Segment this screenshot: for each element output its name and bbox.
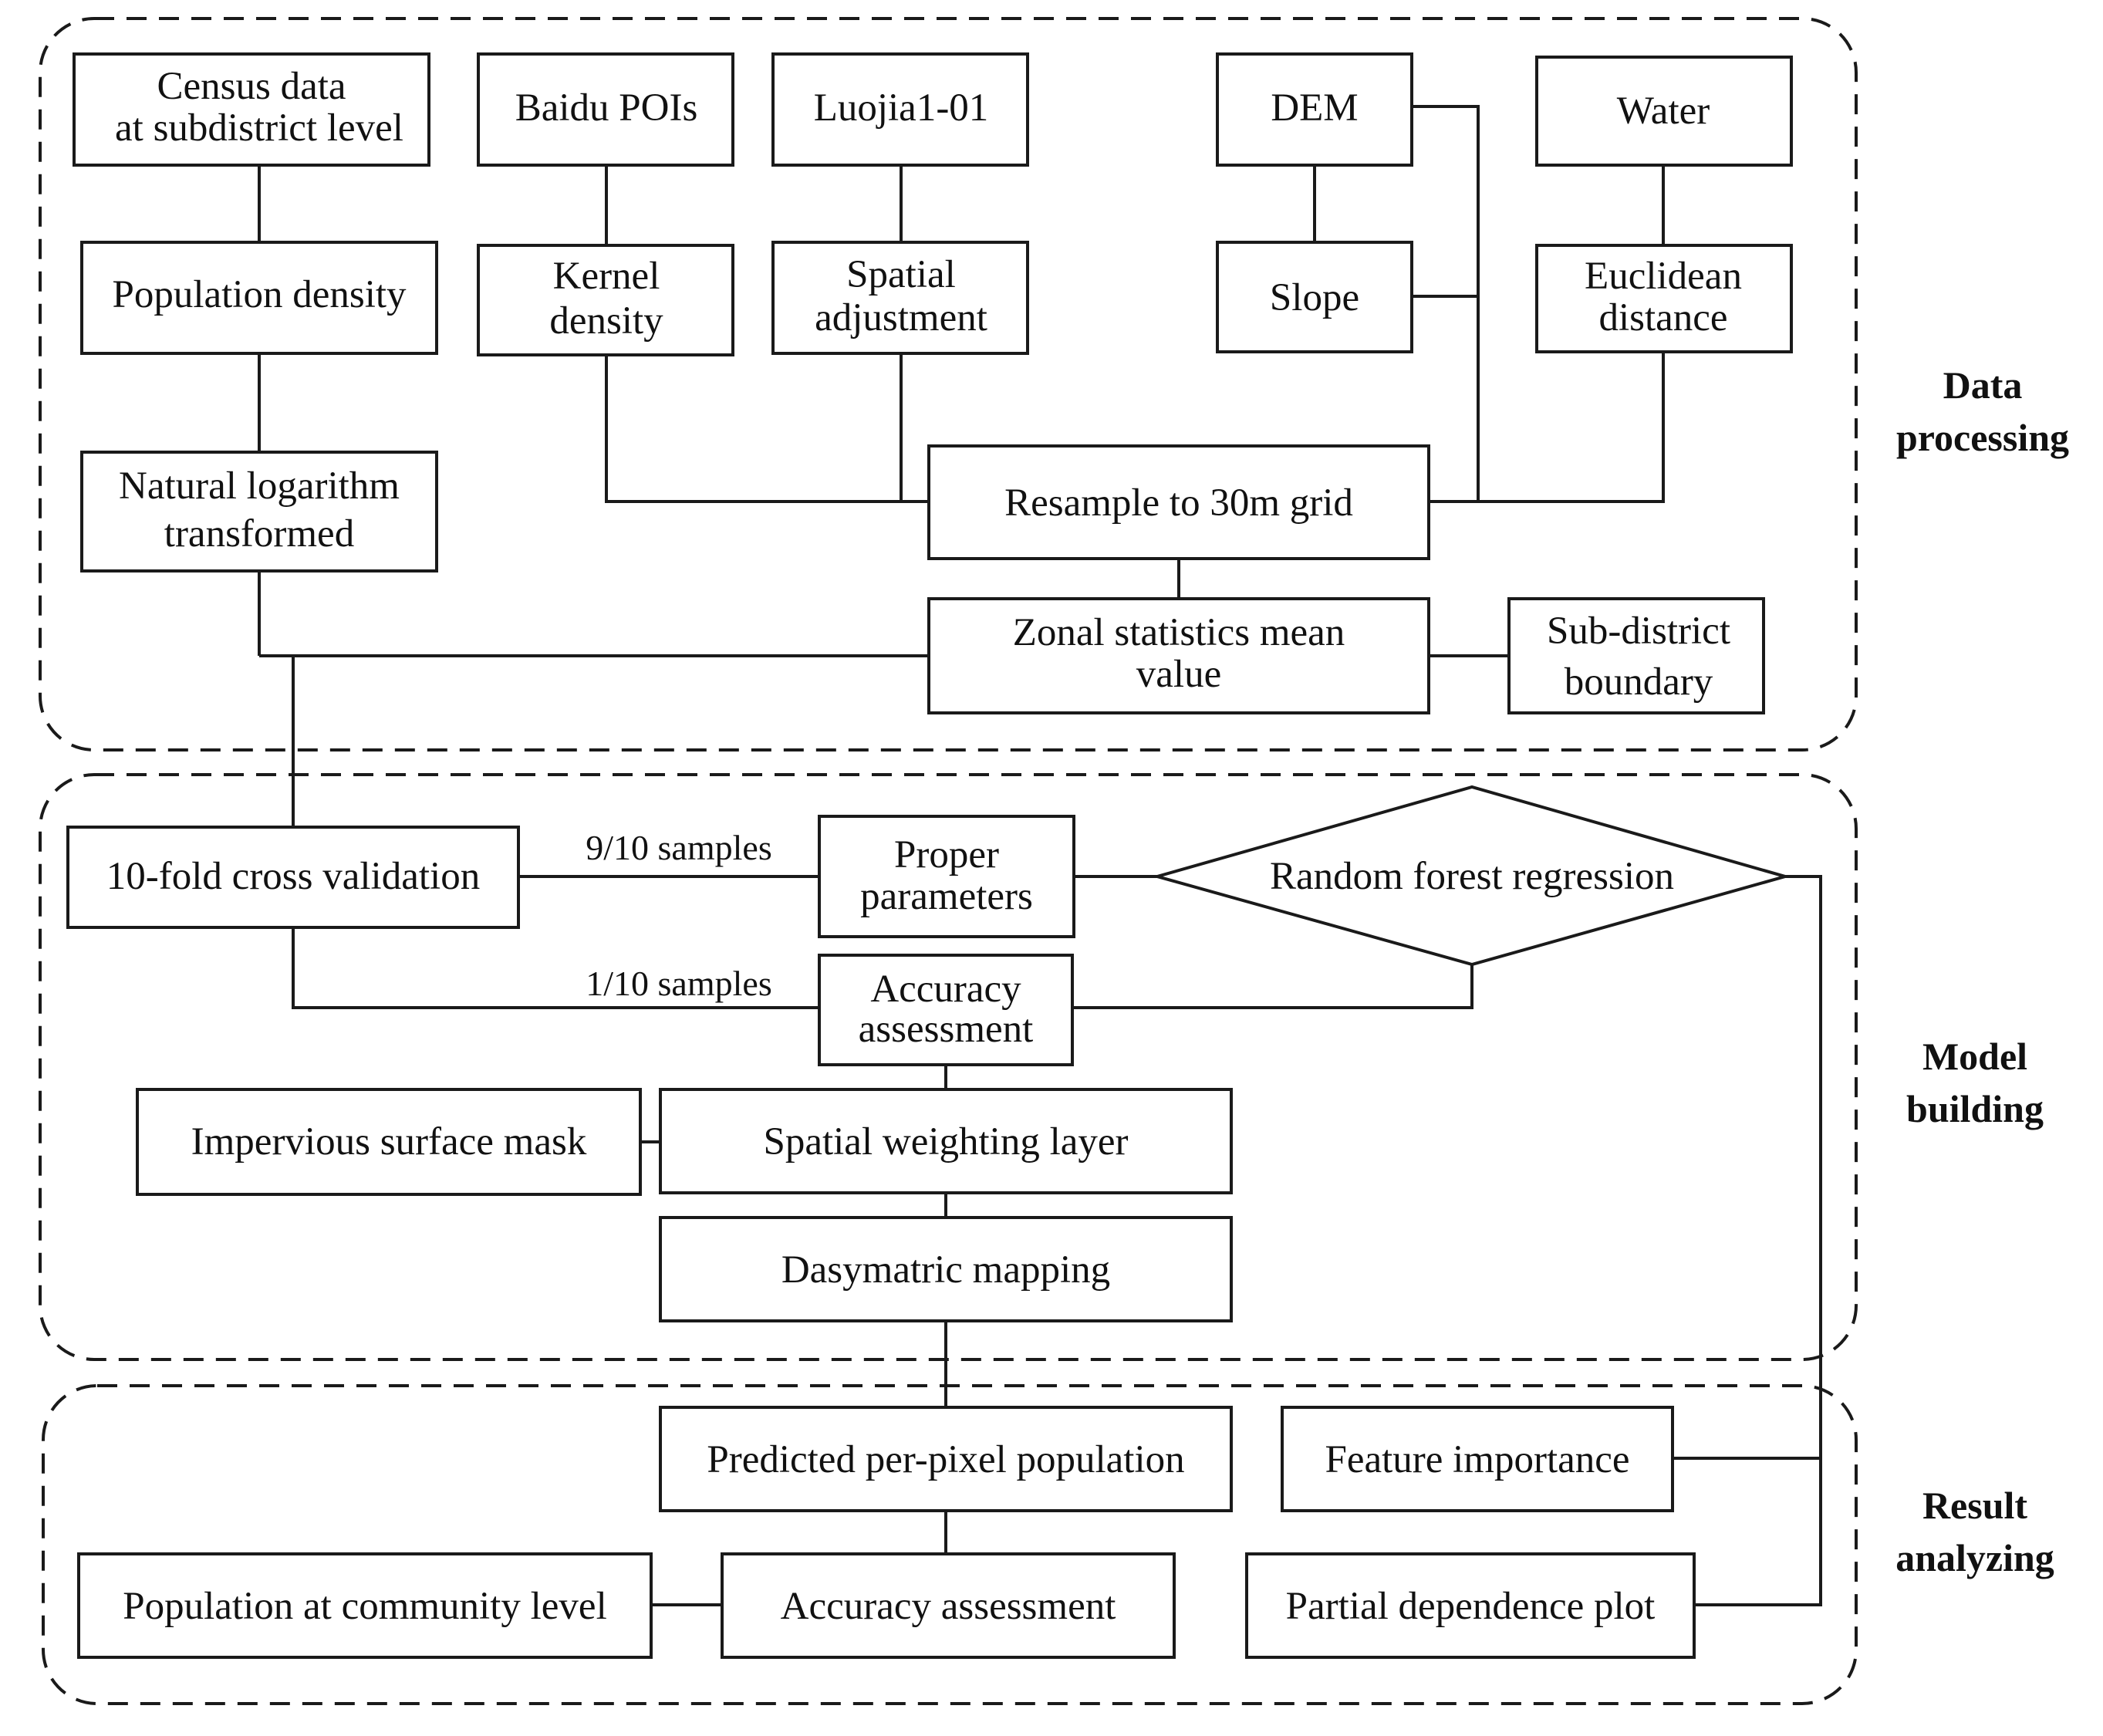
edge-euclid-resample bbox=[1429, 352, 1665, 503]
node-proper-parameters: Proper parameters bbox=[818, 815, 1075, 938]
section-label-model-building: Model building bbox=[1906, 1035, 2044, 1130]
node-water: Water bbox=[1535, 56, 1793, 167]
svg-text:Partial dependence plot: Partial dependence plot bbox=[1286, 1585, 1656, 1628]
svg-text:building: building bbox=[1906, 1087, 2044, 1130]
svg-text:Dasymatric mapping: Dasymatric mapping bbox=[781, 1248, 1110, 1292]
node-population-density: Population density bbox=[80, 241, 438, 355]
svg-text:Accuracy: Accuracy bbox=[870, 968, 1021, 1011]
svg-text:distance: distance bbox=[1598, 296, 1727, 339]
svg-text:Sub-district: Sub-district bbox=[1547, 610, 1730, 653]
svg-text:10-fold cross validation: 10-fold cross validation bbox=[106, 855, 480, 898]
node-census: Census data at subdistrict level bbox=[73, 52, 430, 167]
svg-text:Spatial weighting layer: Spatial weighting layer bbox=[763, 1120, 1128, 1164]
node-impervious-surface: Impervious surface mask bbox=[136, 1088, 642, 1196]
node-dem: DEM bbox=[1216, 52, 1413, 167]
svg-text:Resample to 30m grid: Resample to 30m grid bbox=[1004, 481, 1353, 525]
node-spatial-weighting: Spatial weighting layer bbox=[659, 1088, 1233, 1194]
node-resample: Resample to 30m grid bbox=[927, 444, 1430, 560]
edge-rf-outputs bbox=[1694, 875, 1822, 1606]
svg-text:Slope: Slope bbox=[1270, 276, 1359, 319]
svg-text:Accuracy assessment: Accuracy assessment bbox=[781, 1585, 1116, 1628]
svg-text:transformed: transformed bbox=[164, 512, 354, 556]
svg-text:Census data: Census data bbox=[157, 65, 346, 108]
svg-text:parameters: parameters bbox=[860, 875, 1033, 918]
svg-text:Water: Water bbox=[1617, 90, 1710, 133]
data-processing-group bbox=[39, 17, 1858, 751]
svg-text:Population density: Population density bbox=[112, 273, 407, 316]
node-accuracy-assessment-1: Accuracy assessment bbox=[818, 954, 1074, 1066]
node-slope: Slope bbox=[1216, 241, 1413, 353]
edge-crossval-accuracy bbox=[292, 927, 819, 1009]
node-kernel-density: Kernel density bbox=[477, 244, 734, 356]
svg-text:Predicted per-pixel population: Predicted per-pixel population bbox=[707, 1438, 1184, 1481]
node-random-forest: Random forest regression bbox=[1151, 785, 1791, 967]
svg-text:assessment: assessment bbox=[859, 1008, 1034, 1051]
svg-text:Data: Data bbox=[1943, 363, 2023, 407]
svg-text:Luojia1-01: Luojia1-01 bbox=[814, 86, 989, 130]
svg-text:Population at community level: Population at community level bbox=[123, 1585, 607, 1628]
svg-text:Proper: Proper bbox=[894, 833, 999, 876]
section-label-data-processing: Data processing bbox=[1896, 363, 2069, 459]
edge-label-one-tenth: 1/10 samples bbox=[586, 964, 771, 1003]
edge-dem-resample bbox=[1412, 105, 1480, 502]
svg-text:processing: processing bbox=[1896, 416, 2069, 459]
svg-text:Kernel: Kernel bbox=[553, 255, 660, 298]
svg-text:Result: Result bbox=[1922, 1484, 2027, 1527]
node-cross-validation: 10-fold cross validation bbox=[66, 826, 520, 929]
edge-rf-accuracy bbox=[1072, 964, 1473, 1009]
node-dasymatric-mapping: Dasymatric mapping bbox=[659, 1216, 1233, 1322]
result-analyzing-group bbox=[42, 1384, 1858, 1705]
node-partial-dependence: Partial dependence plot bbox=[1245, 1552, 1696, 1659]
svg-text:Feature importance: Feature importance bbox=[1325, 1438, 1629, 1481]
section-label-result-analyzing: Result analyzing bbox=[1895, 1484, 2054, 1579]
node-luojia: Luojia1-01 bbox=[771, 52, 1029, 167]
svg-text:value: value bbox=[1136, 653, 1221, 696]
node-feature-importance: Feature importance bbox=[1281, 1406, 1674, 1512]
node-subdistrict-boundary: Sub-district boundary bbox=[1507, 597, 1765, 714]
edge-label-nine-tenths: 9/10 samples bbox=[586, 828, 771, 867]
svg-text:analyzing: analyzing bbox=[1895, 1536, 2054, 1579]
svg-text:Natural logarithm: Natural logarithm bbox=[119, 464, 400, 508]
edge-kernel-resample bbox=[605, 355, 929, 503]
node-spatial-adjustment: Spatial adjustment bbox=[771, 241, 1029, 355]
node-accuracy-assessment-2: Accuracy assessment bbox=[721, 1552, 1176, 1659]
svg-text:density: density bbox=[549, 299, 663, 343]
svg-text:at subdistrict level: at subdistrict level bbox=[115, 106, 403, 150]
node-baidu-pois: Baidu POIs bbox=[477, 52, 734, 167]
svg-text:boundary: boundary bbox=[1565, 660, 1713, 704]
model-building-group bbox=[39, 773, 1858, 1361]
svg-text:adjustment: adjustment bbox=[815, 296, 987, 339]
node-natural-logarithm: Natural logarithm transformed bbox=[80, 451, 438, 572]
node-predicted-population: Predicted per-pixel population bbox=[659, 1406, 1233, 1512]
node-euclidean-distance: Euclidean distance bbox=[1535, 244, 1793, 353]
svg-text:Zonal statistics mean: Zonal statistics mean bbox=[1013, 611, 1345, 654]
svg-text:Model: Model bbox=[1922, 1035, 2027, 1078]
svg-text:DEM: DEM bbox=[1271, 86, 1358, 130]
connectors bbox=[258, 105, 1822, 1606]
svg-text:Euclidean: Euclidean bbox=[1585, 255, 1742, 298]
svg-text:Random forest regression: Random forest regression bbox=[1270, 855, 1674, 898]
svg-text:Spatial: Spatial bbox=[846, 253, 956, 296]
svg-text:Impervious surface mask: Impervious surface mask bbox=[191, 1120, 587, 1164]
node-zonal-statistics: Zonal statistics mean value bbox=[927, 597, 1430, 714]
svg-text:Baidu POIs: Baidu POIs bbox=[515, 86, 698, 130]
node-population-community: Population at community level bbox=[77, 1552, 653, 1659]
